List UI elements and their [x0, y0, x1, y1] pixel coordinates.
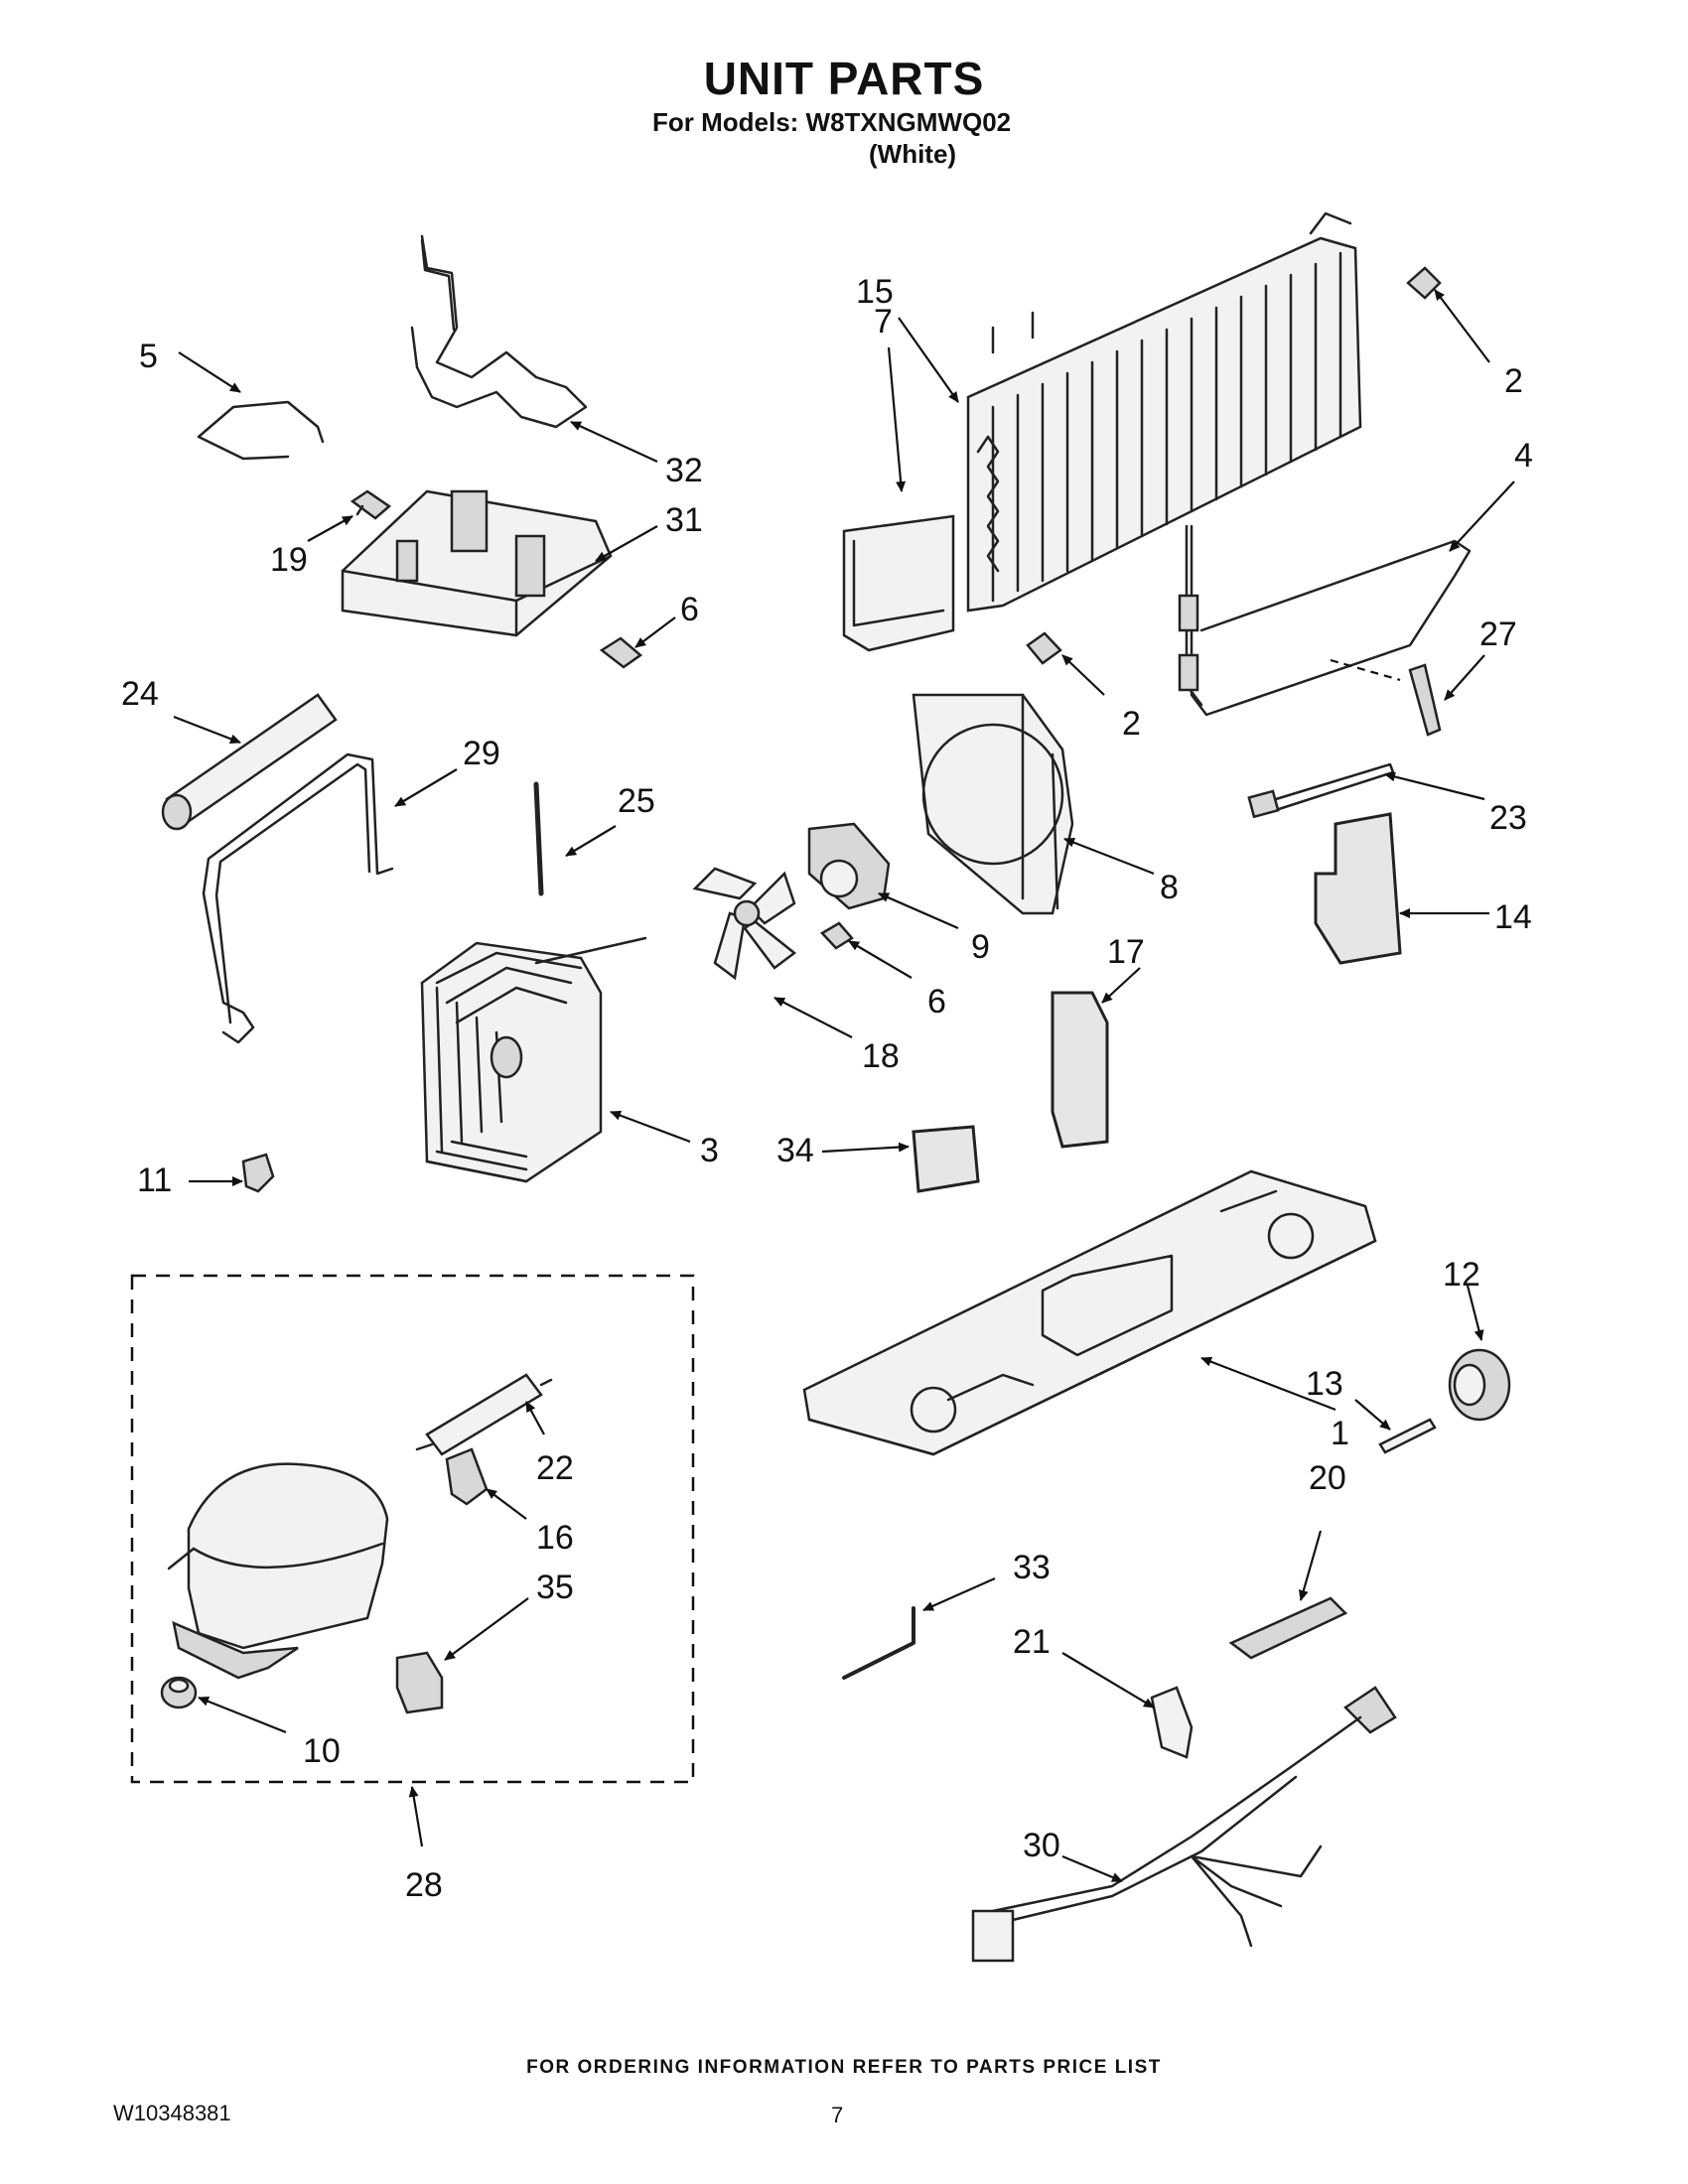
callout-2a: 2	[1504, 362, 1523, 400]
tie-wrap-part	[1247, 762, 1395, 819]
kit-boundary	[130, 1274, 695, 1784]
callout-2b: 2	[1122, 705, 1141, 743]
callout-13: 13	[1306, 1365, 1343, 1403]
callout-20: 20	[1309, 1459, 1346, 1497]
screw-19-part	[350, 489, 392, 520]
callout-28: 28	[405, 1866, 443, 1904]
models-line: For Models: W8TXNGMWQ02	[652, 107, 1012, 137]
callout-33: 33	[1013, 1549, 1051, 1586]
callout-24: 24	[121, 675, 159, 713]
callout-8: 8	[1160, 869, 1179, 906]
fan-blade-part	[692, 867, 797, 981]
insulation-tube-part	[161, 693, 338, 831]
callout-3: 3	[700, 1132, 719, 1169]
callout-18: 18	[862, 1037, 900, 1075]
callout-29: 29	[463, 735, 500, 772]
callout-31: 31	[665, 501, 703, 539]
tube-29-part	[202, 752, 394, 1044]
callout-labels: 5 32 19 31 6 24 29 25 15 7 2 4 27 2 23 8…	[121, 273, 1533, 1904]
doc-number: W10348381	[113, 2101, 231, 2125]
foam-34-part	[912, 1125, 980, 1193]
callout-32: 32	[665, 452, 703, 489]
tube-33-part	[842, 1606, 915, 1680]
callout-1: 1	[1331, 1415, 1349, 1452]
heater-wire-part	[410, 234, 588, 429]
clamp-part	[1150, 1686, 1194, 1759]
callout-17: 17	[1107, 933, 1145, 971]
callout-27: 27	[1479, 615, 1517, 653]
tube-25-part	[533, 781, 544, 896]
callout-30: 30	[1023, 1827, 1060, 1864]
callout-4: 4	[1514, 437, 1533, 475]
callout-19: 19	[270, 541, 308, 579]
cover-part	[341, 489, 613, 637]
leader-lines	[173, 289, 1515, 1883]
label-part	[1228, 1596, 1348, 1660]
callout-5: 5	[139, 338, 158, 375]
condenser-part	[420, 936, 647, 1183]
callout-15: 15	[856, 273, 894, 311]
wire-harness-part	[971, 1686, 1397, 1963]
page-title: UNIT PARTS	[703, 53, 985, 104]
callout-35: 35	[536, 1569, 574, 1606]
capacitor-part	[395, 1651, 444, 1714]
relay-part	[445, 1447, 489, 1506]
callout-11: 11	[137, 1161, 172, 1199]
callout-7: 7	[874, 303, 893, 341]
evaporator-part	[842, 211, 1362, 652]
page-number: 7	[831, 2103, 844, 2127]
clip-part	[197, 400, 325, 461]
callout-6b: 6	[927, 983, 946, 1021]
callout-16: 16	[536, 1519, 574, 1557]
ordering-note: FOR ORDERING INFORMATION REFER TO PARTS …	[526, 2057, 1162, 2078]
screw-2b-part	[1026, 631, 1062, 665]
color-line: (White)	[869, 139, 957, 169]
callout-34: 34	[776, 1132, 814, 1169]
callout-10: 10	[303, 1732, 341, 1770]
callout-22: 22	[536, 1449, 574, 1487]
fan-shroud-part	[912, 693, 1074, 915]
callout-9: 9	[971, 928, 990, 966]
roller-part	[1448, 1348, 1511, 1422]
callout-12: 12	[1443, 1256, 1480, 1294]
compressor-part	[167, 1462, 389, 1680]
screw-2a-part	[1406, 266, 1442, 300]
drier-part	[415, 1373, 553, 1456]
callout-6a: 6	[680, 591, 699, 628]
fan-motor-part	[807, 822, 891, 910]
screw-6b-part	[820, 921, 854, 950]
grommet-part	[160, 1676, 198, 1709]
thermostat-part	[1330, 658, 1442, 737]
callout-25: 25	[618, 782, 655, 820]
foam-17-part	[1051, 991, 1109, 1149]
screw-6a-part	[599, 636, 643, 669]
base-pan-part	[802, 1169, 1377, 1456]
axle-part	[1378, 1418, 1437, 1454]
callout-21: 21	[1013, 1623, 1051, 1661]
callout-23: 23	[1489, 799, 1527, 837]
callout-14: 14	[1494, 898, 1532, 936]
clip-11-part	[241, 1153, 275, 1193]
foam-14-part	[1314, 812, 1402, 965]
